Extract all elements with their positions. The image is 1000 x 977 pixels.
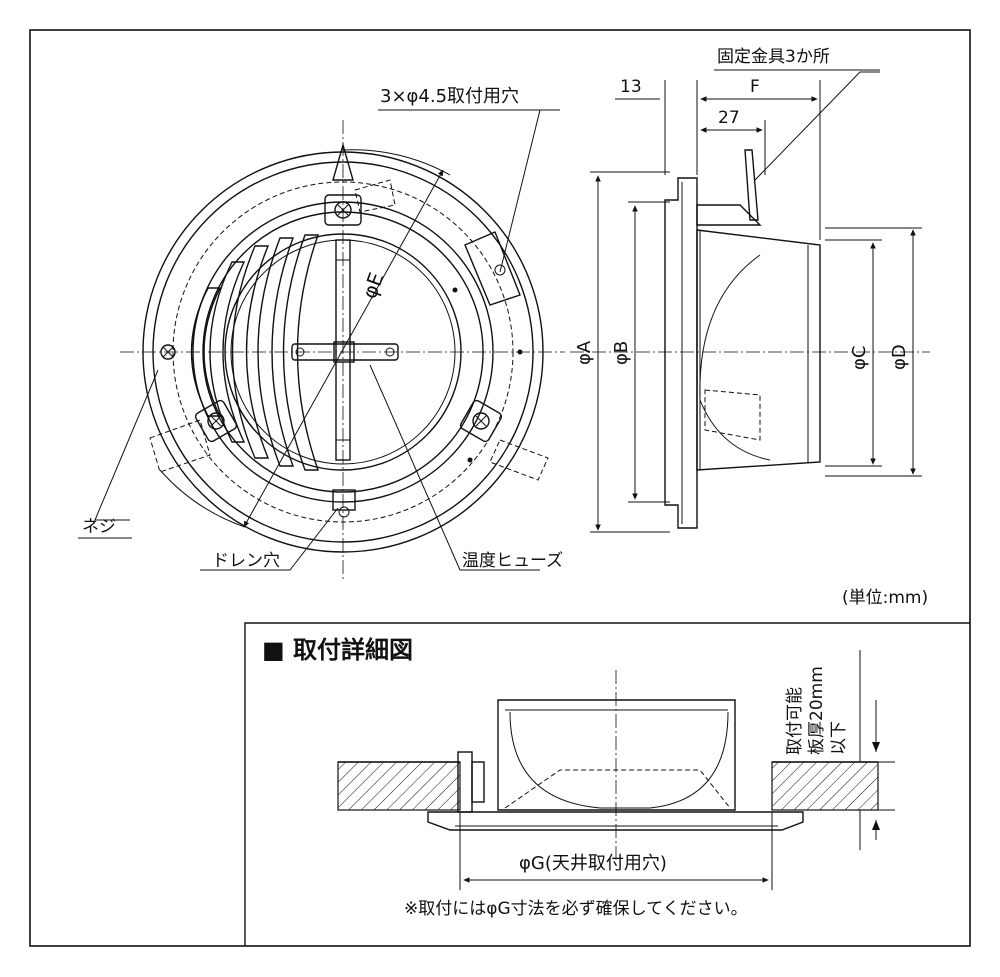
plate-thickness-line3: 以下 [829,721,849,755]
drain-hole-label: ドレン穴 [212,551,280,571]
phi-c-label: φC [849,346,870,370]
phi-d-label: φD [889,344,910,370]
phi-b-label: φB [611,341,632,365]
detail-heading: ■ 取付詳細図 [262,636,413,664]
dim-27-label: 27 [718,108,740,128]
installation-note: ※取付にはφG寸法を必ず確保してください。 [404,899,748,919]
detail-panel [244,622,970,946]
phi-g-label: φG(天井取付用穴) [519,853,667,874]
side-view [570,71,930,533]
outer-border [29,29,971,947]
plate-thickness-line2: 板厚20mm [807,666,827,755]
plate-thickness-line1: 取付可能 [785,687,805,755]
mount-holes-label: 3×φ4.5取付用穴 [380,86,519,107]
screw-label: ネジ [82,517,116,537]
phi-a-label: φA [574,340,595,365]
thermal-fuse-label: 温度ヒューズ [462,551,563,571]
phi-e-label: φE [357,269,388,301]
dim-f-label: F [750,77,760,97]
unit-label: (単位:mm) [842,588,928,608]
front-view [94,109,565,580]
dim-13-label: 13 [620,77,642,97]
fixing-brackets-label: 固定金具3か所 [717,47,830,67]
